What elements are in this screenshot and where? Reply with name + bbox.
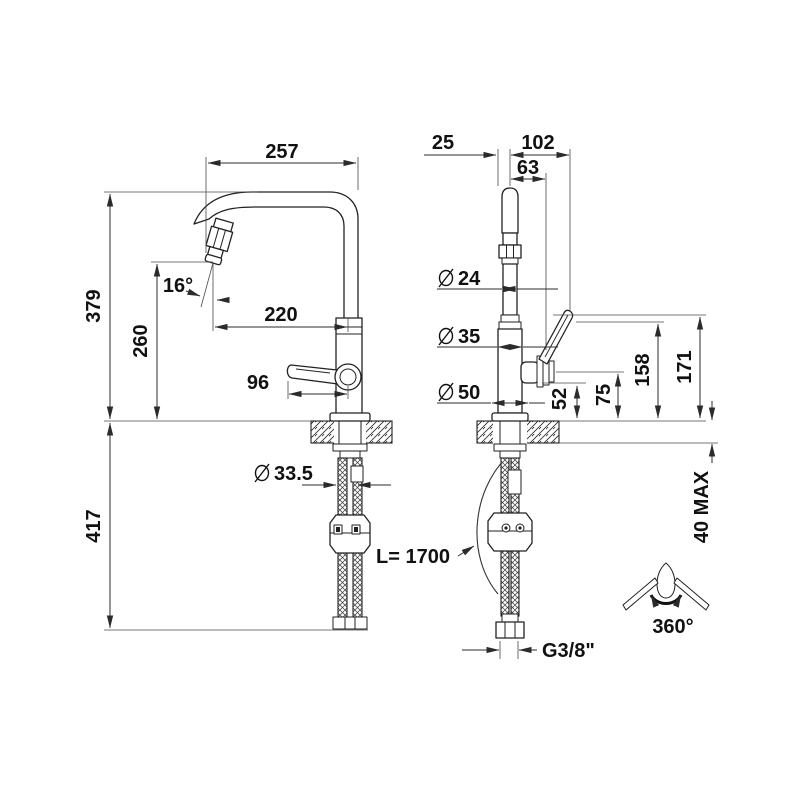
hose-ends-side <box>332 616 368 630</box>
hose-end-collar <box>501 613 519 623</box>
hose-fitting-side <box>350 465 364 483</box>
rotation-wing-left <box>622 577 659 611</box>
dim-spout-depth: 220 <box>264 304 297 326</box>
mounting-collar-side <box>339 450 361 459</box>
shank-side <box>338 420 362 445</box>
dim-outlet-height: 52 <box>549 388 571 410</box>
dimension-labels: 257 25 102 63 16° 220 96 379 260 417 52 … <box>83 132 713 662</box>
faucet-front-view <box>476 187 574 639</box>
spray-tube-top <box>501 187 519 234</box>
dim-total-height: 379 <box>83 289 105 322</box>
dim-under-counter: 417 <box>83 509 105 542</box>
dim-hose-length: L= 1700 <box>376 546 450 568</box>
rotation-wing-right <box>673 577 710 611</box>
dim-thread: G3/8" <box>542 640 595 662</box>
shank-front <box>499 420 521 445</box>
dia-symbol-24 <box>438 268 454 288</box>
aerator-ring <box>501 257 519 265</box>
coupler-upper <box>500 314 520 323</box>
dim-handle-reach: 96 <box>247 372 269 394</box>
dia-symbol-50 <box>438 382 454 402</box>
dia-symbol-33-5 <box>254 463 270 483</box>
rotation-label: 360° <box>652 616 693 638</box>
dim-dia-shank: 33.5 <box>274 463 313 485</box>
mounting-nut-front <box>493 443 527 452</box>
hose-end-nut <box>495 621 525 639</box>
base-flange-front <box>491 412 529 422</box>
dim-handle-span: 102 <box>521 132 554 154</box>
spout-top-view-drop <box>656 562 676 599</box>
aerator-hex-nut <box>498 244 522 259</box>
dia-symbol-35 <box>438 326 454 346</box>
dim-dia-base: 50 <box>458 382 480 404</box>
rotation-arc-arrow <box>649 594 683 608</box>
body-front <box>497 328 523 414</box>
dim-spout-reach: 257 <box>265 141 298 163</box>
hose-fitting-front <box>507 469 522 495</box>
mounting-nut-side <box>332 443 368 452</box>
base-flange-side <box>329 412 371 422</box>
spray-tube-mid <box>502 232 518 246</box>
dim-dia-spray: 24 <box>458 268 481 290</box>
handle-boss-inner <box>339 368 357 386</box>
dim-front-offset: 25 <box>432 132 454 154</box>
hub-ring-3 <box>548 360 555 383</box>
spray-nozzle <box>204 217 234 266</box>
coupler-lower <box>498 321 522 330</box>
handle-outlet <box>520 361 540 384</box>
dim-counter-thickness: 40 MAX <box>691 470 713 543</box>
dim-hub-height: 75 <box>593 384 615 406</box>
mounting-collar-front <box>499 450 521 459</box>
dimension-lines <box>106 151 716 654</box>
extension-lines <box>104 149 718 659</box>
angle-reference-tilted <box>200 262 214 308</box>
handle-lever-side <box>286 364 339 385</box>
dim-lever-high: 171 <box>674 350 696 383</box>
rotation-360-icon: 360° <box>622 562 710 638</box>
dim-spout-angle: 16° <box>163 275 193 297</box>
faucet-side-view <box>193 191 371 630</box>
hose-weight-front <box>487 512 533 552</box>
dim-lever-low: 158 <box>632 353 654 386</box>
dim-dia-body: 35 <box>458 326 480 348</box>
dim-handle-offset: 63 <box>517 157 539 179</box>
dim-aerator-height: 260 <box>130 324 152 357</box>
pullout-hose-loop <box>476 457 507 595</box>
